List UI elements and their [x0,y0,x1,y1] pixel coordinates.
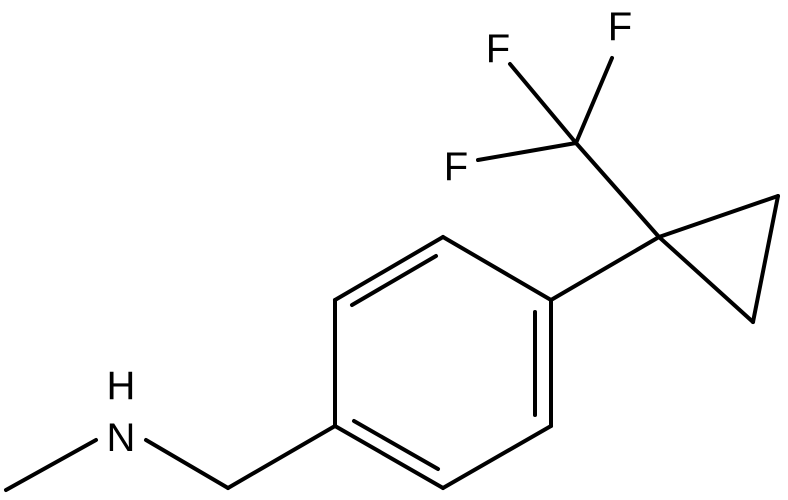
bond-c-f-left [476,141,578,162]
nh-nitrogen-label: N [107,416,136,460]
fluorine-left-label: F [444,145,468,189]
fluorine-top-left-label: F [486,27,510,71]
ring-bond-1 [333,424,445,490]
nh-hydrogen-label: H [107,364,136,408]
cyclopropane-bond-3 [657,235,755,324]
bond-n-ch2 [144,438,230,490]
ring-bond-4 [441,235,553,302]
bond-methyl-n [4,438,98,492]
bond-cyclopropyl-cf3 [574,141,661,239]
bond-c-f-top-left [508,62,578,145]
cyclopropane-bond-1 [657,194,780,239]
fluorine-top-right-label: F [608,5,632,49]
bond-c-f-top-right [574,56,614,145]
ring-bond-2 [441,424,553,490]
ring-bond-5 [333,235,445,302]
bond-ring-cyclopropyl [549,235,661,302]
ring-inner-double-1 [352,419,440,471]
cyclopropane-bond-2 [751,194,780,324]
ring-inner-double-3 [350,254,438,307]
bond-ch2-ring [226,424,337,490]
